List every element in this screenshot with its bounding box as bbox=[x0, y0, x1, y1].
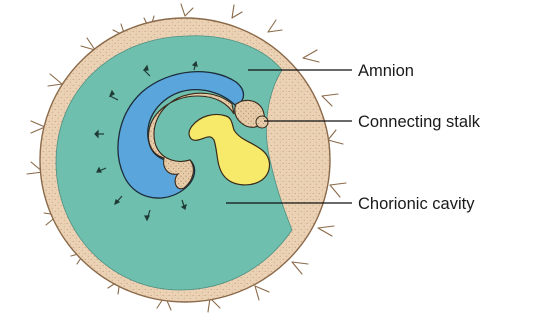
chorionic-cavity-label: Chorionic cavity bbox=[358, 195, 475, 213]
amnion-label: Amnion bbox=[358, 62, 414, 80]
stalk-knob bbox=[256, 116, 268, 128]
connecting-stalk-label: Connecting stalk bbox=[358, 113, 481, 131]
